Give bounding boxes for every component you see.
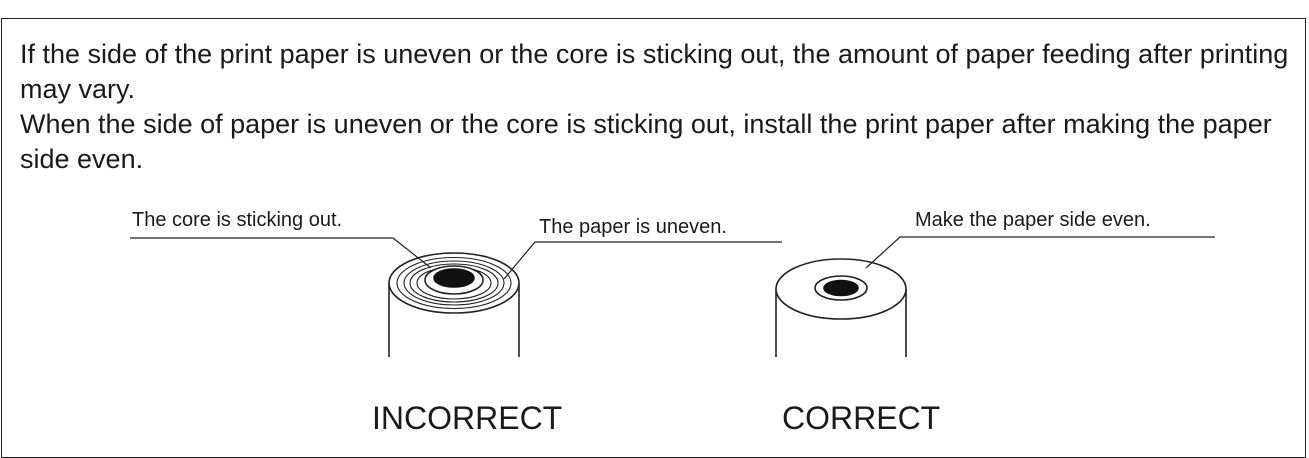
- uneven-paper-layer: [396, 256, 512, 310]
- uneven-paper-layer: [409, 263, 499, 303]
- core-callout-leader: [130, 237, 432, 269]
- incorrect-caption: INCORRECT: [372, 400, 563, 436]
- paper-callout-leader: [503, 241, 782, 280]
- paper-uneven-label: The paper is uneven.: [539, 216, 727, 238]
- make-side-even-label: Make the paper side even.: [915, 209, 1151, 231]
- correct-caption: CORRECT: [782, 400, 941, 436]
- core-sticking-out-label: The core is sticking out.: [132, 209, 343, 231]
- incorrect-paper-roll: [130, 237, 782, 357]
- correct-core-hole: [823, 279, 859, 297]
- correct-paper-roll: [775, 236, 1215, 357]
- instruction-paragraph-2: When the side of paper is uneven or the …: [20, 109, 1272, 174]
- uneven-paper-layer: [403, 260, 505, 306]
- incorrect-core-hole: [433, 268, 475, 288]
- paper-roll-illustration: [130, 236, 1215, 357]
- instruction-paragraph-1: If the side of the print paper is uneven…: [20, 39, 1289, 104]
- even-callout-leader: [865, 236, 1215, 269]
